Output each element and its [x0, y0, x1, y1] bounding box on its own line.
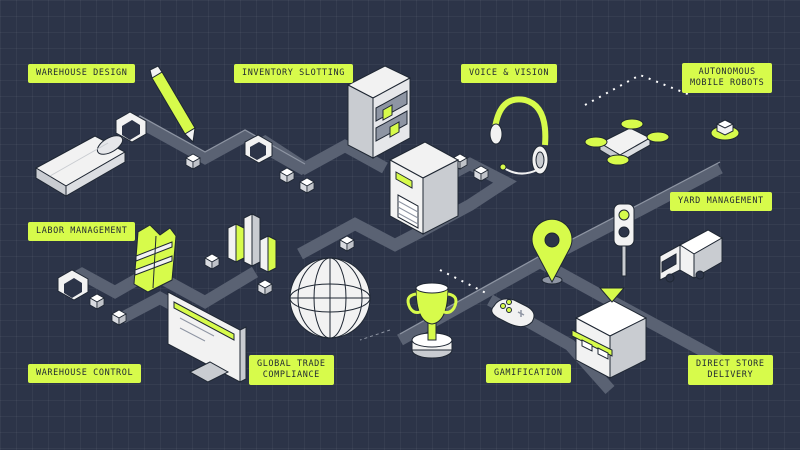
bar-chart-icon — [227, 213, 277, 273]
parcel-box-icon — [185, 153, 201, 170]
parcel-box-icon — [279, 167, 295, 184]
globe-icon — [289, 257, 371, 339]
drone-icon — [584, 118, 670, 166]
rolled-blueprint-icon — [34, 135, 127, 197]
parcel-box-icon — [111, 309, 127, 326]
pencil-icon — [149, 65, 196, 144]
label-direct-store-delivery[interactable]: DIRECT STORE DELIVERY — [688, 355, 773, 385]
safety-vest-icon — [133, 224, 177, 293]
game-controller-icon — [491, 298, 535, 328]
parcel-box-icon — [299, 177, 315, 194]
parcel-box-icon — [204, 253, 220, 270]
location-pin-icon — [531, 218, 573, 285]
parcel-box-icon — [257, 279, 273, 296]
conveyor-stand-low — [57, 269, 89, 301]
label-labor-management[interactable]: LABOR MANAGEMENT — [28, 222, 136, 241]
parcel-box-icon — [473, 165, 489, 182]
parcel-box-icon — [89, 293, 105, 310]
storefront-icon — [571, 287, 648, 379]
label-inventory-slotting[interactable]: INVENTORY SLOTTING — [234, 64, 353, 83]
label-autonomous-mobile-robots[interactable]: AUTONOMOUS MOBILE ROBOTS — [682, 63, 773, 93]
monitor-icon — [167, 291, 247, 383]
traffic-light-icon — [613, 203, 635, 277]
label-gamification[interactable]: GAMIFICATION — [486, 364, 571, 383]
label-yard-management[interactable]: YARD MANAGEMENT — [670, 192, 772, 211]
label-warehouse-design[interactable]: WAREHOUSE DESIGN — [28, 64, 136, 83]
robot-icon — [710, 119, 740, 141]
warehouse-shelving-icon — [346, 65, 412, 159]
warehouse-building-icon — [388, 141, 460, 235]
conveyor-stand-mid — [244, 134, 273, 164]
trophy-icon — [406, 282, 458, 359]
truck-icon — [659, 229, 724, 283]
label-voice-vision[interactable]: VOICE & VISION — [461, 64, 558, 83]
headset-icon — [489, 96, 549, 175]
label-global-trade-compliance[interactable]: GLOBAL TRADE COMPLIANCE — [249, 355, 334, 385]
conveyor-stand-top — [115, 111, 147, 143]
parcel-box-icon — [339, 235, 355, 252]
label-warehouse-control[interactable]: WAREHOUSE CONTROL — [28, 364, 142, 383]
